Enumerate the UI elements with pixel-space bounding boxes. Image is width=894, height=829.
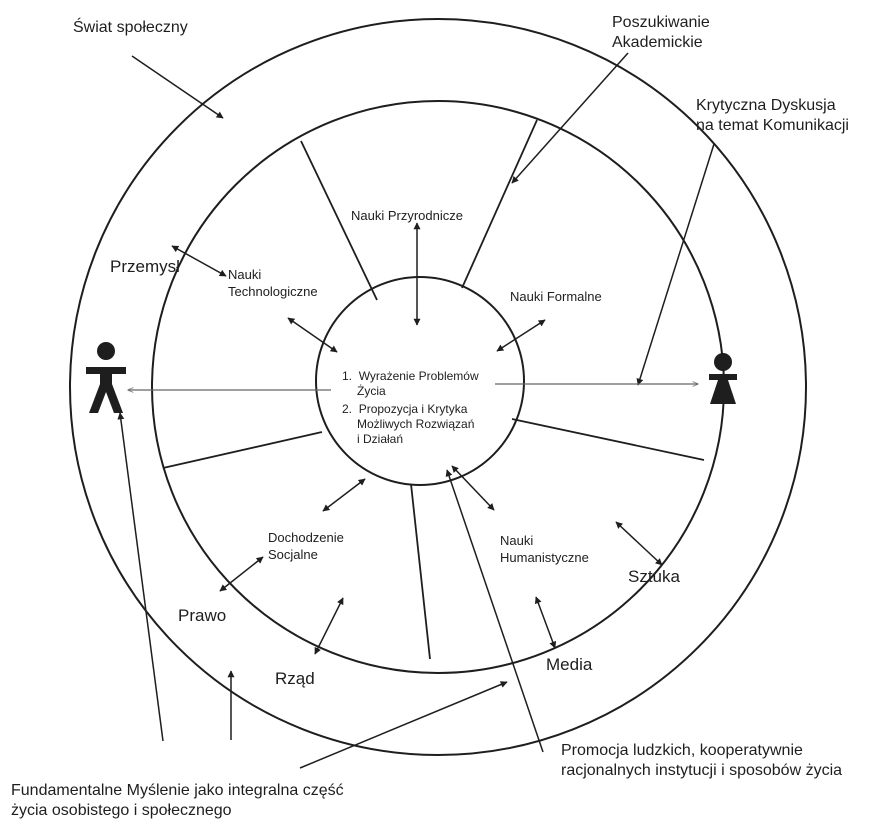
center-item-1-line1: 1. Wyrażenie Problemów [342,369,479,384]
label-nauki-humanistyczne: Nauki Humanistyczne [500,532,589,566]
label-poszukiwanie-line1: Poszukiwanie [612,14,710,31]
label-fundamentalne-line1: Fundamentalne Myślenie jako integralna c… [11,782,344,799]
connection-arrows [171,222,663,655]
label-humanistyczne-line1: Nauki [500,533,534,548]
label-prawo: Prawo [178,606,227,625]
label-dochodzenie-socjalne: Dochodzenie Socjalne [268,529,344,563]
label-poszukiwanie-line2: Akademickie [612,34,703,51]
label-nauki-technologiczne-line1: Nauki [228,267,262,282]
center-item-2-line2: Możliwych Rozwiązań [357,417,475,431]
center-item-1-line2: Życia [357,384,386,398]
label-krytyczna-line2: na temat Komunikacji [696,117,849,134]
center-item-2-line3: i Działań [357,432,404,446]
ring-dividers [162,119,705,660]
label-przemysl: Przemysł [110,257,180,276]
label-media: Media [546,655,593,674]
label-promocja-line1: Promocja ludzkich, kooperatywnie [561,742,803,759]
label-nauki-technologiczne-line2: Technologiczne [228,284,318,299]
center-item-2-line1: 2. Propozycja i Krytyka [342,402,474,417]
outer-ring [69,18,807,756]
center-item-2-text1: Propozycja i Krytyka [358,402,468,416]
center-item-1-num: 1. [342,369,353,383]
label-nauki-technologiczne: Nauki Technologiczne [228,266,318,300]
label-nauki-formalne: Nauki Formalne [510,289,602,304]
center-item-1: 1. Wyrażenie Problemów Życia [342,369,479,399]
label-promocja: Promocja ludzkich, kooperatywnie racjona… [561,741,842,781]
label-sztuka: Sztuka [628,567,680,586]
pointer-arrows [117,52,715,769]
center-item-2: 2. Propozycja i Krytyka Możliwych Rozwią… [342,402,474,447]
label-swiat-spoleczny: Świat społeczny [73,19,188,36]
label-promocja-line2: racjonalnych instytucji i sposobów życia [561,762,843,779]
label-nauki-przyrodnicze: Nauki Przyrodnicze [351,208,463,223]
label-krytyczna-dyskusja: Krytyczna Dyskusja na temat Komunikacji [696,96,849,136]
label-dochodzenie-line1: Dochodzenie [268,530,344,545]
person-arrows [128,384,698,390]
label-poszukiwanie: Poszukiwanie Akademickie [612,13,710,53]
label-dochodzenie-line2: Socjalne [268,547,318,562]
label-fundamentalne-line2: życia osobistego i społecznego [11,802,232,819]
label-rzad: Rząd [275,669,315,688]
center-item-2-num: 2. [342,402,353,416]
pawn-person-icon [709,353,737,404]
label-krytyczna-line1: Krytyczna Dyskusja [696,97,836,114]
person-icon [86,342,126,413]
center-item-1-text1: Wyrażenie Problemów [358,369,479,383]
label-fundamentalne: Fundamentalne Myślenie jako integralna c… [11,781,344,821]
label-humanistyczne-line2: Humanistyczne [500,550,589,565]
